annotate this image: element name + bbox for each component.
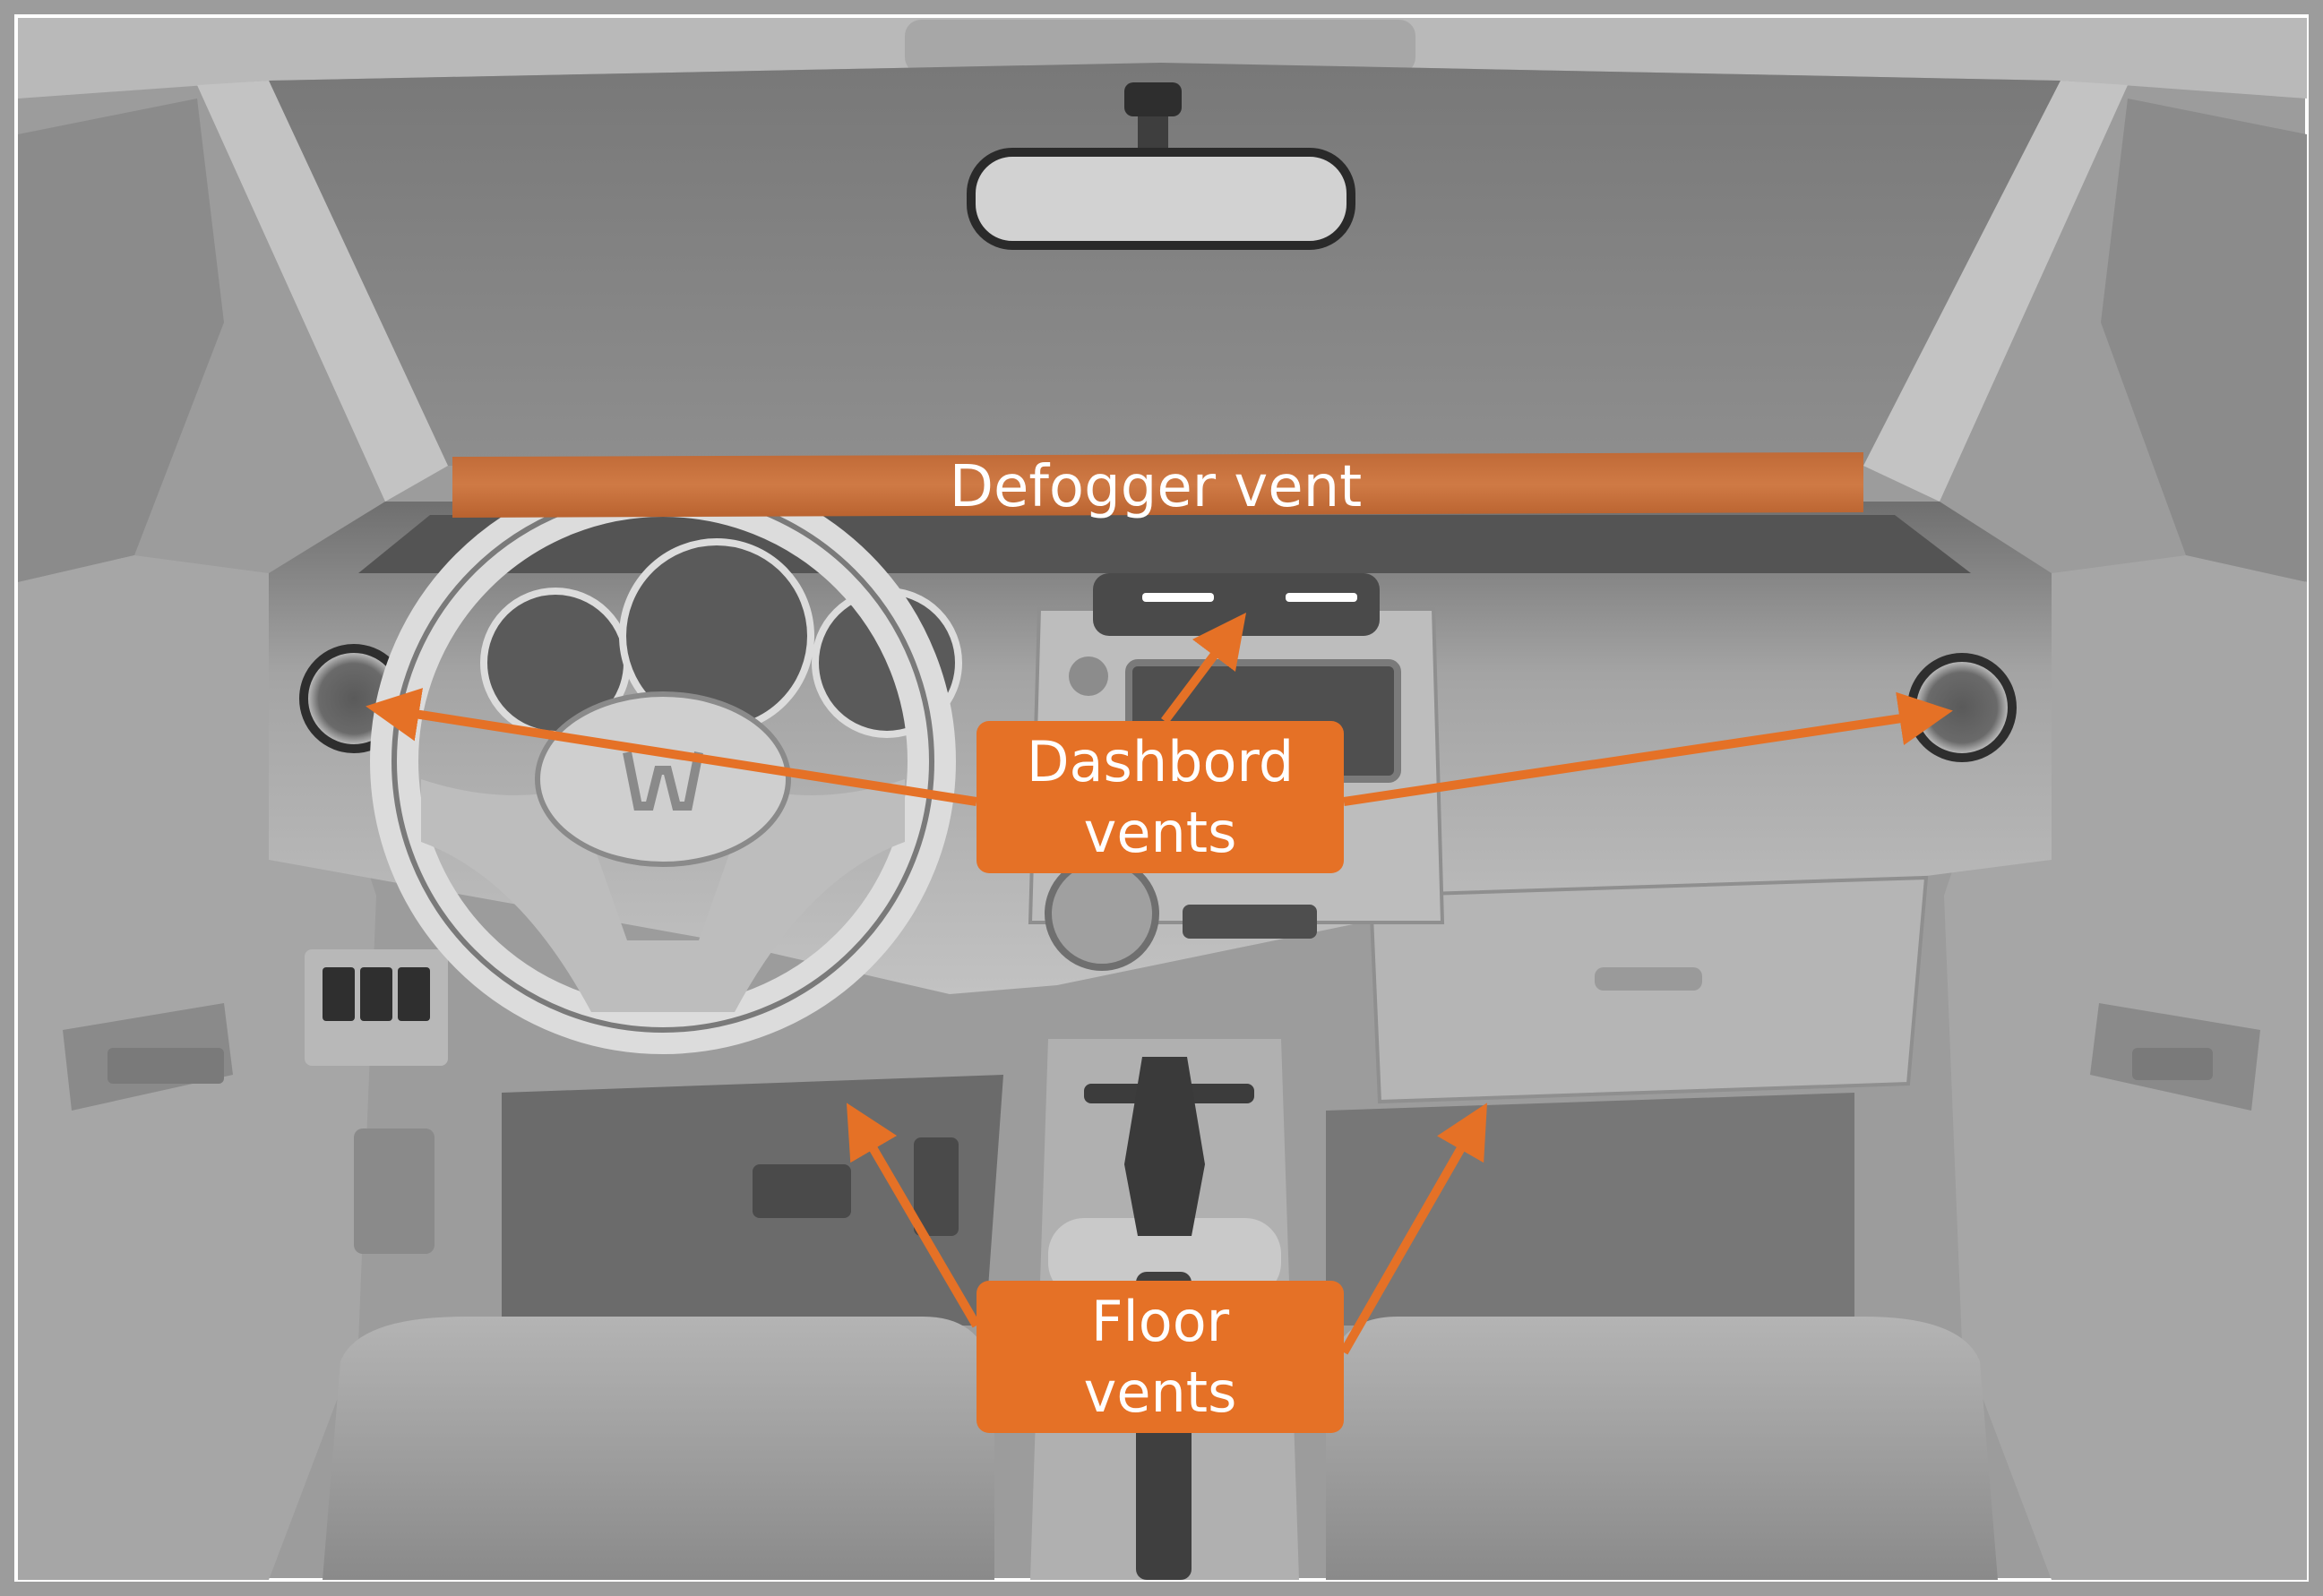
right-side-window xyxy=(2101,99,2307,582)
glovebox-handle xyxy=(1595,967,1702,991)
defogger-vent-label: Defogger vent xyxy=(949,454,1363,521)
arrow-to-passenger-floor-vent xyxy=(1339,1103,1487,1355)
audio-knob xyxy=(1069,656,1108,696)
center-vent-slot-left xyxy=(1142,593,1214,602)
defogger-vent-band xyxy=(452,452,1863,518)
gear-shift-boot xyxy=(1048,1218,1281,1299)
arrow-to-driver-floor-vent xyxy=(846,1103,981,1328)
driver-seat xyxy=(323,1317,994,1580)
hvac-dial xyxy=(1045,856,1159,971)
left-side-window xyxy=(18,99,224,582)
rearview-mirror xyxy=(967,148,1355,250)
left-window-switches xyxy=(108,1048,224,1084)
roof-console xyxy=(905,20,1415,73)
arrow-to-center-dash-vent xyxy=(1161,613,1247,725)
center-vent-slot-right xyxy=(1286,593,1357,602)
right-a-pillar xyxy=(1863,81,2128,502)
floor-vents-label: Floor vents xyxy=(977,1281,1344,1433)
center-air-vent-housing xyxy=(1093,573,1380,636)
dashboard-vents-label: Dashbord vents xyxy=(977,721,1344,873)
passenger-seat xyxy=(1326,1317,1998,1580)
steering-wheel-logo xyxy=(623,751,703,811)
arrow-to-left-dash-vent xyxy=(366,688,977,806)
right-window-switch xyxy=(2132,1048,2213,1080)
right-side-dash-vent xyxy=(1907,653,2017,762)
windshield xyxy=(269,63,2061,466)
brake-pedal xyxy=(753,1164,851,1218)
left-kick-panel xyxy=(354,1128,434,1254)
mirror-mount xyxy=(1124,82,1182,116)
accelerator-pedal xyxy=(914,1137,959,1236)
left-a-pillar xyxy=(197,81,448,502)
hvac-controls xyxy=(1183,905,1317,939)
gear-shift-lever xyxy=(1124,1057,1205,1236)
driver-switch-1 xyxy=(323,967,355,1021)
driver-switch-3 xyxy=(398,967,430,1021)
driver-switch-2 xyxy=(360,967,392,1021)
passenger-footwell xyxy=(1326,1093,1854,1326)
arrow-to-right-dash-vent xyxy=(1343,691,1953,806)
